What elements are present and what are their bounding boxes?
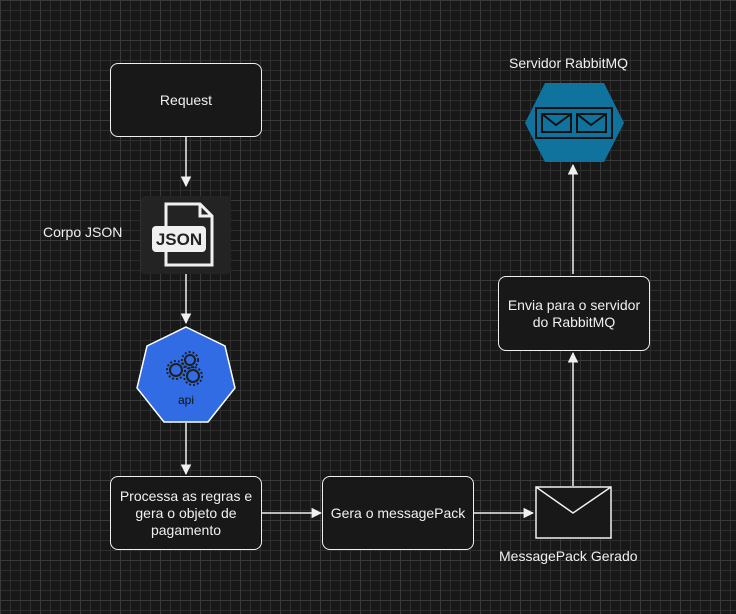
request-label: Request — [159, 91, 213, 108]
gera-box[interactable]: Gera o messagePack — [322, 476, 474, 550]
messagepack-label: MessagePack Gerado — [499, 548, 638, 564]
processa-line1: Processa as regras e — [119, 487, 253, 504]
processa-box[interactable]: Processa as regras e gera o objeto de pa… — [110, 476, 262, 550]
rabbitmq-label: Servidor RabbitMQ — [509, 55, 629, 71]
envia-line1: Envia para o servidor — [507, 296, 641, 313]
processa-line3: pagamento — [150, 521, 222, 538]
json-label: Corpo JSON — [43, 224, 123, 240]
processa-line2: gera o objeto de — [135, 504, 237, 521]
envia-box[interactable]: Envia para o servidor do RabbitMQ — [498, 276, 650, 351]
request-box[interactable]: Request — [110, 63, 262, 137]
gera-label: Gera o messagePack — [330, 504, 466, 521]
envia-line2: do RabbitMQ — [532, 313, 616, 330]
